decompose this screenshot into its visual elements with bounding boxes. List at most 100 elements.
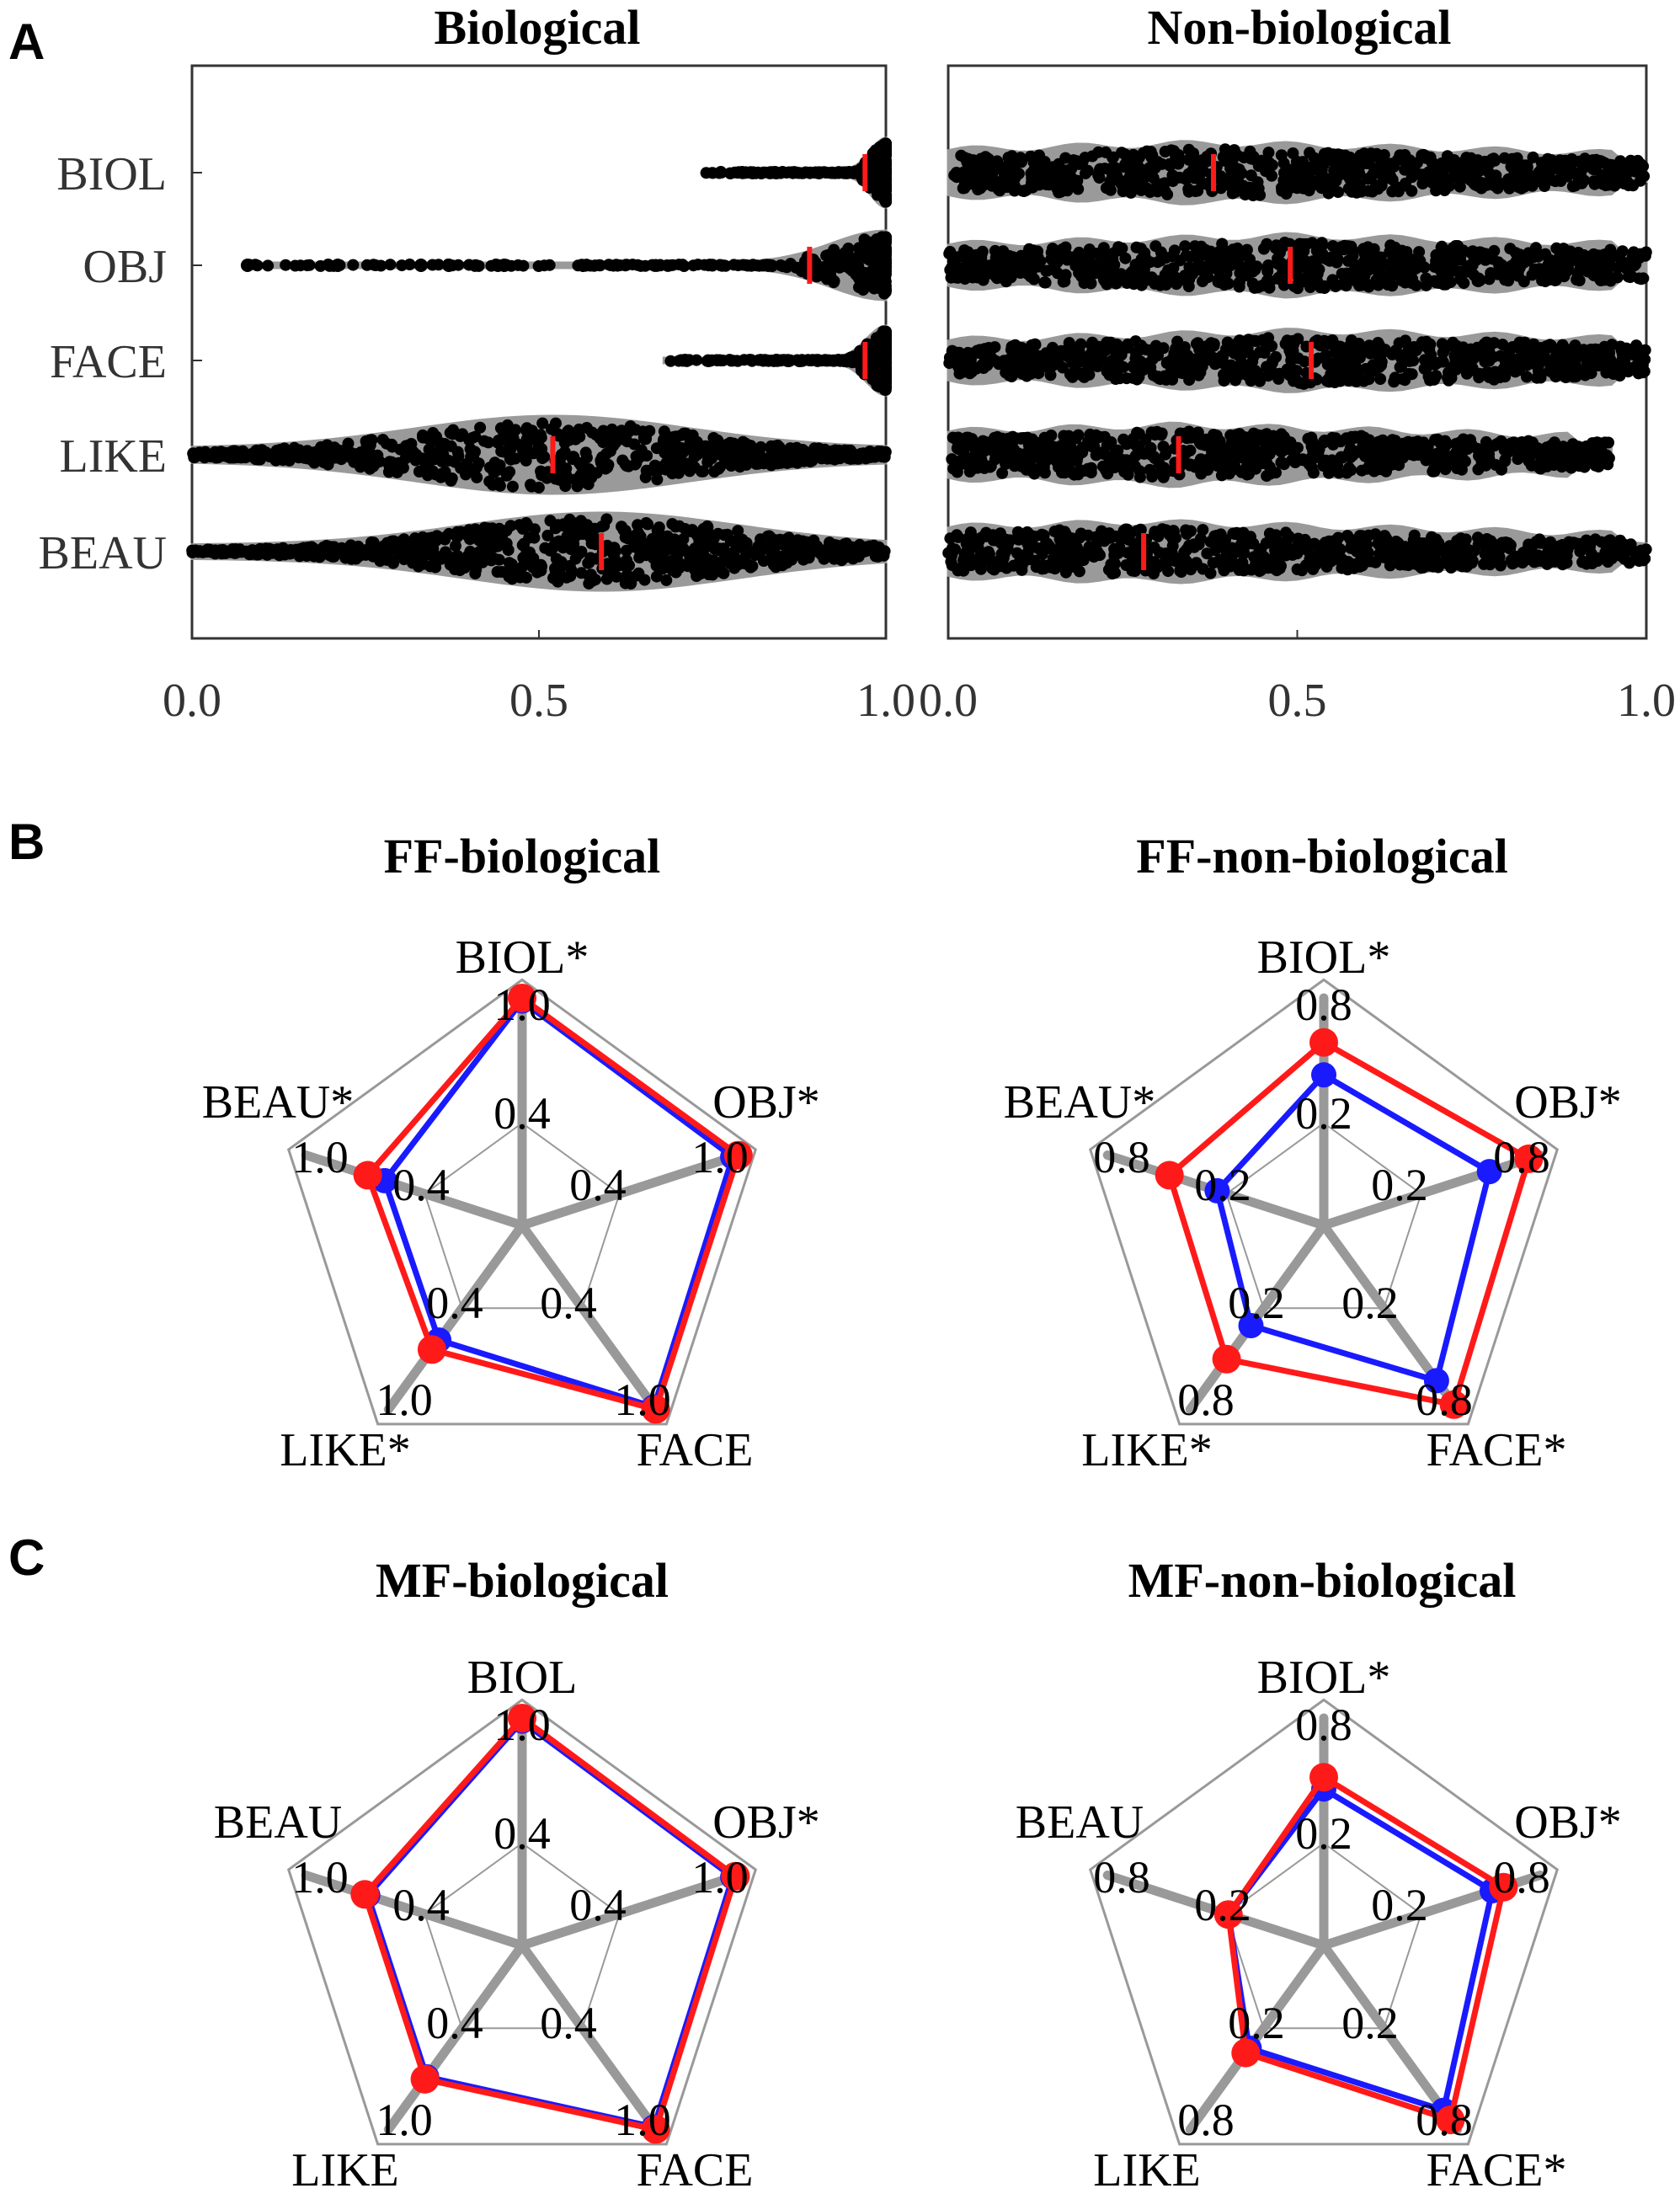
data-point: [1311, 177, 1324, 189]
data-point: [1167, 262, 1180, 275]
data-point: [1138, 264, 1150, 275]
data-point: [879, 364, 892, 376]
data-point: [1372, 265, 1384, 278]
data-point: [594, 259, 606, 272]
data-point: [1244, 145, 1256, 157]
data-point: [708, 466, 721, 478]
data-point: [552, 430, 565, 442]
data-point: [1297, 453, 1309, 466]
data-point: [1420, 272, 1432, 285]
data-point: [666, 564, 679, 576]
data-point: [261, 548, 274, 561]
data-point: [785, 553, 797, 566]
data-point: [1601, 167, 1613, 179]
data-point: [1100, 146, 1112, 158]
data-point: [342, 437, 355, 450]
data-point: [846, 264, 859, 277]
data-point: [1368, 150, 1381, 163]
data-point: [1086, 339, 1099, 352]
data-point: [495, 445, 508, 457]
data-point: [573, 456, 585, 469]
data-point: [1083, 368, 1096, 381]
data-point: [1278, 167, 1290, 179]
data-point: [1549, 370, 1562, 382]
data-point: [417, 431, 429, 444]
data-point: [1325, 251, 1338, 264]
data-point: [495, 566, 508, 578]
data-point: [1370, 179, 1382, 192]
data-point: [801, 536, 813, 548]
data-point: [301, 259, 313, 272]
data-point: [1601, 264, 1613, 277]
data-point: [1032, 245, 1044, 258]
data-point: [561, 472, 573, 485]
data-point: [1165, 144, 1177, 157]
data-point: [769, 440, 781, 452]
data-point: [1187, 267, 1199, 280]
data-point: [237, 445, 249, 457]
data-point: [1603, 254, 1615, 266]
data-point: [1436, 270, 1448, 283]
data-point: [1342, 182, 1355, 195]
data-point: [552, 519, 564, 531]
data-point: [1349, 360, 1362, 373]
data-point: [446, 428, 459, 440]
data-point: [405, 438, 418, 450]
data-point: [1218, 357, 1230, 370]
data-point: [541, 529, 554, 542]
data-point: [818, 551, 830, 563]
data-point: [1452, 240, 1464, 252]
outlier-point: [497, 259, 511, 272]
data-point: [1566, 157, 1579, 168]
data-point: [825, 445, 838, 457]
violin-title-nonbiological: Non-biological: [1148, 0, 1452, 55]
data-point: [1155, 427, 1168, 440]
data-point: [1560, 245, 1573, 257]
data-point: [1238, 263, 1251, 275]
data-point: [1590, 176, 1603, 189]
data-point: [432, 259, 445, 271]
data-point: [565, 543, 577, 556]
data-point: [760, 355, 772, 367]
data-point: [1056, 243, 1069, 255]
data-point: [233, 543, 246, 556]
data-point: [824, 167, 836, 179]
data-point: [749, 456, 761, 468]
violin-title-biological: Biological: [435, 0, 641, 55]
data-point: [1003, 249, 1016, 262]
data-point: [386, 440, 398, 453]
data-point: [664, 355, 677, 367]
data-point: [1131, 157, 1144, 169]
data-point: [1526, 179, 1539, 192]
data-point: [1112, 241, 1125, 254]
data-point: [1190, 156, 1202, 168]
data-point: [1404, 154, 1416, 167]
data-point: [621, 435, 633, 448]
data-point: [1405, 184, 1418, 197]
data-point: [1220, 267, 1233, 280]
data-point: [1527, 151, 1539, 163]
data-point: [997, 162, 1010, 174]
data-point: [1558, 265, 1571, 278]
data-point: [1447, 264, 1459, 277]
data-point: [684, 435, 696, 448]
data-point: [777, 445, 790, 457]
data-point: [322, 458, 334, 471]
data-point: [1027, 152, 1040, 165]
data-point: [845, 253, 858, 265]
category-label: OBJ: [83, 241, 167, 293]
data-point: [470, 462, 483, 474]
data-point: [543, 259, 556, 271]
data-point: [880, 261, 892, 274]
data-point: [1364, 365, 1377, 377]
data-point: [277, 454, 290, 467]
data-point: [1091, 248, 1103, 260]
data-point: [377, 540, 390, 552]
data-point: [464, 531, 477, 543]
data-point: [730, 535, 742, 547]
data-point: [1341, 267, 1353, 280]
data-point: [719, 549, 732, 562]
data-point: [1495, 462, 1507, 475]
data-point: [451, 446, 464, 458]
data-point: [1247, 189, 1259, 201]
